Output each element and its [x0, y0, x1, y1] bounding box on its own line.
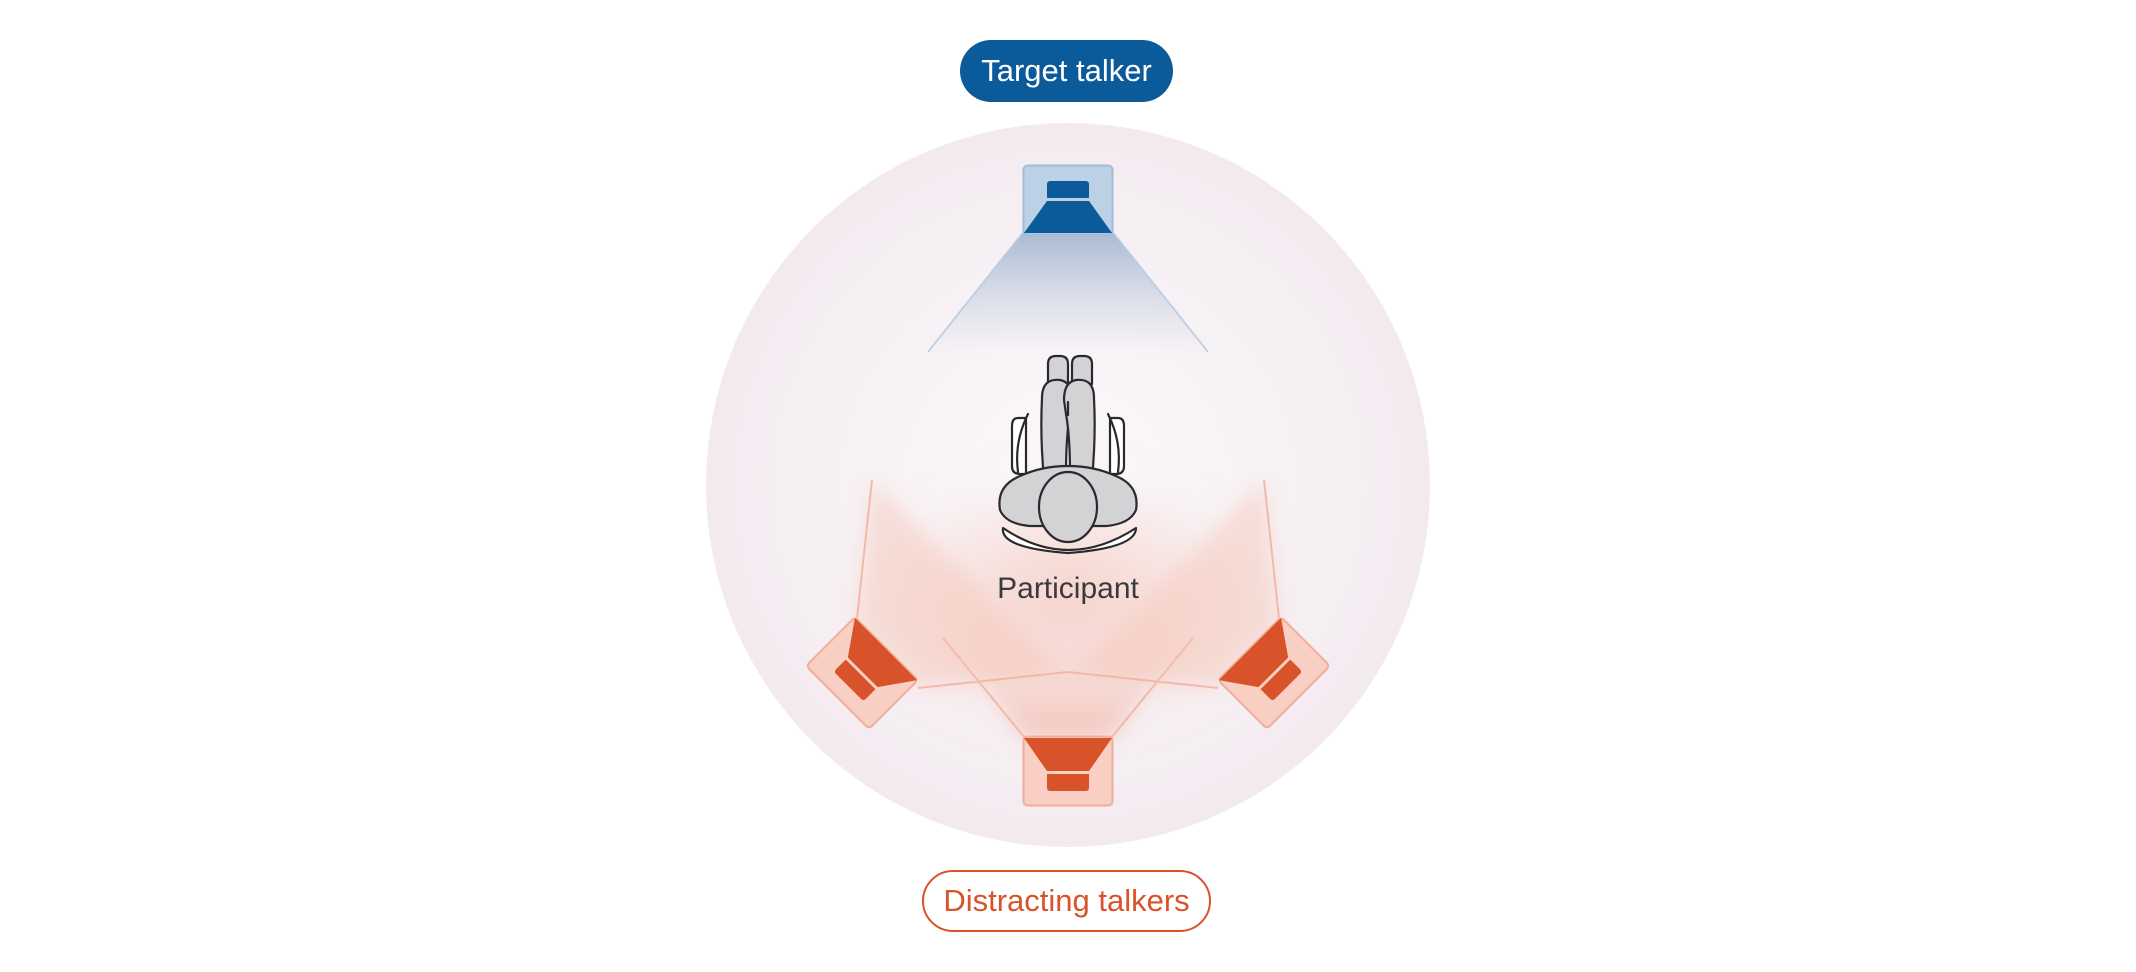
target-sound-beam [924, 230, 1212, 355]
participant-label: Participant [997, 572, 1139, 605]
distractor-sound-beams [855, 470, 1281, 739]
distractor-speaker-left-icon [806, 617, 918, 729]
distractor-speaker-bottom-icon [1022, 735, 1114, 807]
participant-figure-icon [998, 354, 1138, 555]
distracting-talkers-label: Distracting talkers [922, 870, 1211, 932]
target-speaker-icon [1022, 164, 1114, 236]
target-talker-label: Target talker [960, 40, 1173, 102]
distractor-speaker-right-icon [1218, 617, 1330, 729]
